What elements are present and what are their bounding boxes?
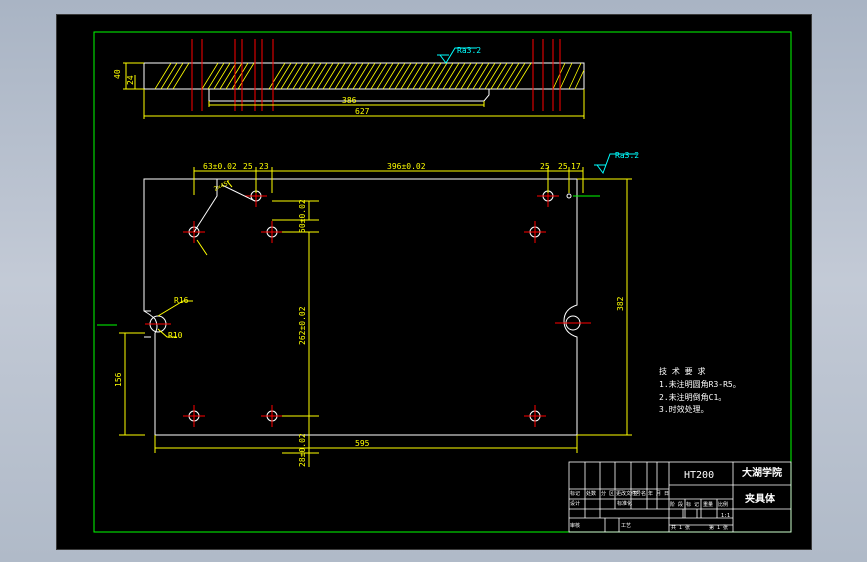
label-date: 年 月 日 bbox=[648, 490, 669, 497]
label-design: 设计 bbox=[570, 500, 580, 507]
label-change-doc: 更改文件号 bbox=[616, 490, 641, 497]
dim-156: 156 bbox=[114, 372, 123, 387]
label-stage: 阶 段 标 记 bbox=[670, 501, 699, 508]
label-signature: 签 名 bbox=[633, 490, 646, 497]
drawing-border bbox=[93, 31, 792, 533]
label-weight: 重量 bbox=[703, 501, 713, 508]
material: HT200 bbox=[684, 470, 714, 481]
label-review: 审核 bbox=[570, 522, 580, 529]
label-r10: R10 bbox=[168, 331, 183, 340]
hatching bbox=[154, 62, 585, 90]
top-view bbox=[123, 39, 585, 119]
roughness-plan: Ra3.2 bbox=[615, 151, 639, 160]
title-block bbox=[568, 461, 792, 533]
label-standard: 标准化 bbox=[617, 500, 632, 507]
roughness-top: Ra3.2 bbox=[457, 46, 481, 55]
label-total-sheets: 共 1 张 bbox=[671, 524, 690, 531]
chamfer-note: 2×45° bbox=[213, 179, 232, 193]
dim-24: 24 bbox=[126, 75, 135, 85]
dim-63: 63±0.02 bbox=[203, 162, 237, 171]
part-name: 夹具体 bbox=[745, 492, 776, 505]
tech-title: 技 术 要 求 bbox=[659, 366, 705, 376]
dim-50: 50±0.02 bbox=[298, 199, 307, 233]
dim-396: 396±0.02 bbox=[387, 162, 426, 171]
label-process: 工艺 bbox=[621, 523, 631, 529]
label-count: 处数 bbox=[586, 490, 596, 497]
label-mark: 标记 bbox=[570, 490, 580, 497]
scale-value: 1:1 bbox=[721, 513, 730, 519]
label-scale: 比例 bbox=[718, 501, 728, 508]
cad-viewport[interactable]: 40 24 386 627 Ra3.2 63±0.02 25 23 396±0.… bbox=[56, 14, 812, 550]
dim-17: 17 bbox=[571, 162, 581, 171]
dim-382: 382 bbox=[616, 296, 625, 311]
tech-requirements: 技 术 要 求 1.未注明圆角R3-R5。 2.未注明倒角C1。 3.时效处理。 bbox=[659, 366, 741, 414]
dim-386: 386 bbox=[342, 96, 357, 105]
dim-28: 28±0.02 bbox=[298, 433, 307, 467]
dim-25a: 25 bbox=[243, 162, 253, 171]
drawing-canvas: 40 24 386 627 Ra3.2 63±0.02 25 23 396±0.… bbox=[93, 31, 792, 533]
plan-view bbox=[97, 153, 637, 467]
label-zone: 分 区 bbox=[601, 490, 614, 497]
tech-item-3: 3.时效处理。 bbox=[659, 404, 709, 414]
dim-40: 40 bbox=[113, 69, 122, 79]
school-name: 大湖学院 bbox=[742, 466, 782, 479]
dim-23: 23 bbox=[259, 162, 269, 171]
dim-627: 627 bbox=[355, 107, 370, 116]
dim-595: 595 bbox=[355, 439, 370, 448]
tech-item-2: 2.未注明倒角C1。 bbox=[659, 392, 726, 402]
tech-item-1: 1.未注明圆角R3-R5。 bbox=[659, 379, 741, 389]
label-r16: R16 bbox=[174, 296, 189, 305]
label-sheet-no: 第 1 张 bbox=[709, 524, 728, 531]
dim-25c: 25 bbox=[558, 162, 568, 171]
dim-25b: 25 bbox=[540, 162, 550, 171]
dim-262: 262±0.02 bbox=[298, 306, 307, 345]
